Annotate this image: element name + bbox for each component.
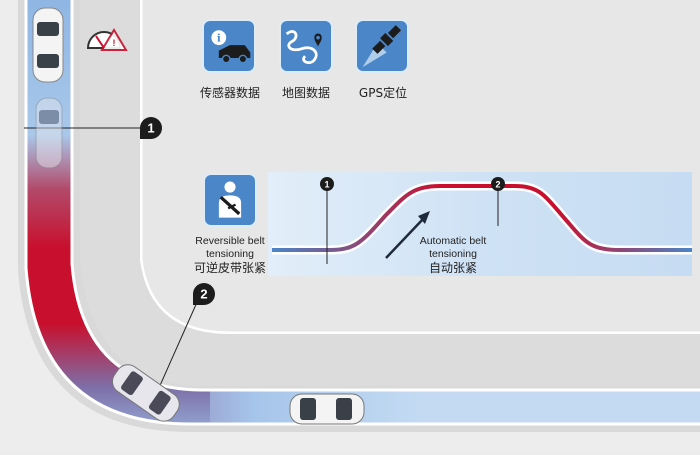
belt-curve: [272, 184, 692, 252]
panel-marker-2-label: 2: [495, 180, 500, 190]
reversible-belt-label-en: Reversible belt tensioning: [195, 235, 265, 260]
lane-edge-outer: [24, 0, 700, 426]
driving-lane-vertical: [26, 0, 700, 424]
tension-arrow-head: [418, 211, 430, 224]
svg-text:i: i: [217, 32, 221, 44]
panel-marker-1: 1: [320, 177, 334, 191]
marker-2-label: 2: [200, 287, 207, 302]
car-curve: [112, 364, 180, 422]
sensor-label-1: 传感器数据: [199, 86, 260, 100]
reversible-belt-text: Reversible belt tensioning 可逆皮带张紧: [185, 235, 275, 275]
inner-lane: [80, 0, 700, 386]
seatbelt-person-icon: [203, 173, 257, 227]
automatic-belt-label-en: Automatic belt tensioning: [419, 235, 487, 260]
map-marker-2: 2: [193, 283, 215, 305]
car-bottom: [289, 393, 365, 425]
map-marker-1: 1: [140, 117, 162, 139]
svg-text:!: !: [113, 38, 116, 48]
reversible-belt-label-zh: 可逆皮带张紧: [193, 261, 266, 275]
driving-lane-horizontal: [210, 390, 700, 424]
gps-satellite-icon: [355, 19, 409, 73]
tension-arrow: [385, 217, 425, 259]
map-route-icon: [279, 19, 333, 73]
automatic-belt-label-zh: 自动张紧: [428, 261, 477, 275]
car-top: [32, 7, 64, 83]
panel-marker-2: 2: [491, 177, 505, 191]
marker-1-label: 1: [147, 121, 154, 136]
automatic-belt-text: Automatic belt tensioning 自动张紧: [403, 235, 503, 275]
car-ghost: [35, 97, 63, 169]
panel-marker-1-label: 1: [324, 180, 329, 190]
vehicle-info-icon: i: [202, 19, 256, 73]
speed-warning-icon: !: [86, 28, 128, 51]
sensor-label-2: 地图数据: [281, 86, 330, 100]
sensor-label-3: GPS定位: [358, 86, 408, 100]
lane-edge-inner: [70, 0, 700, 392]
